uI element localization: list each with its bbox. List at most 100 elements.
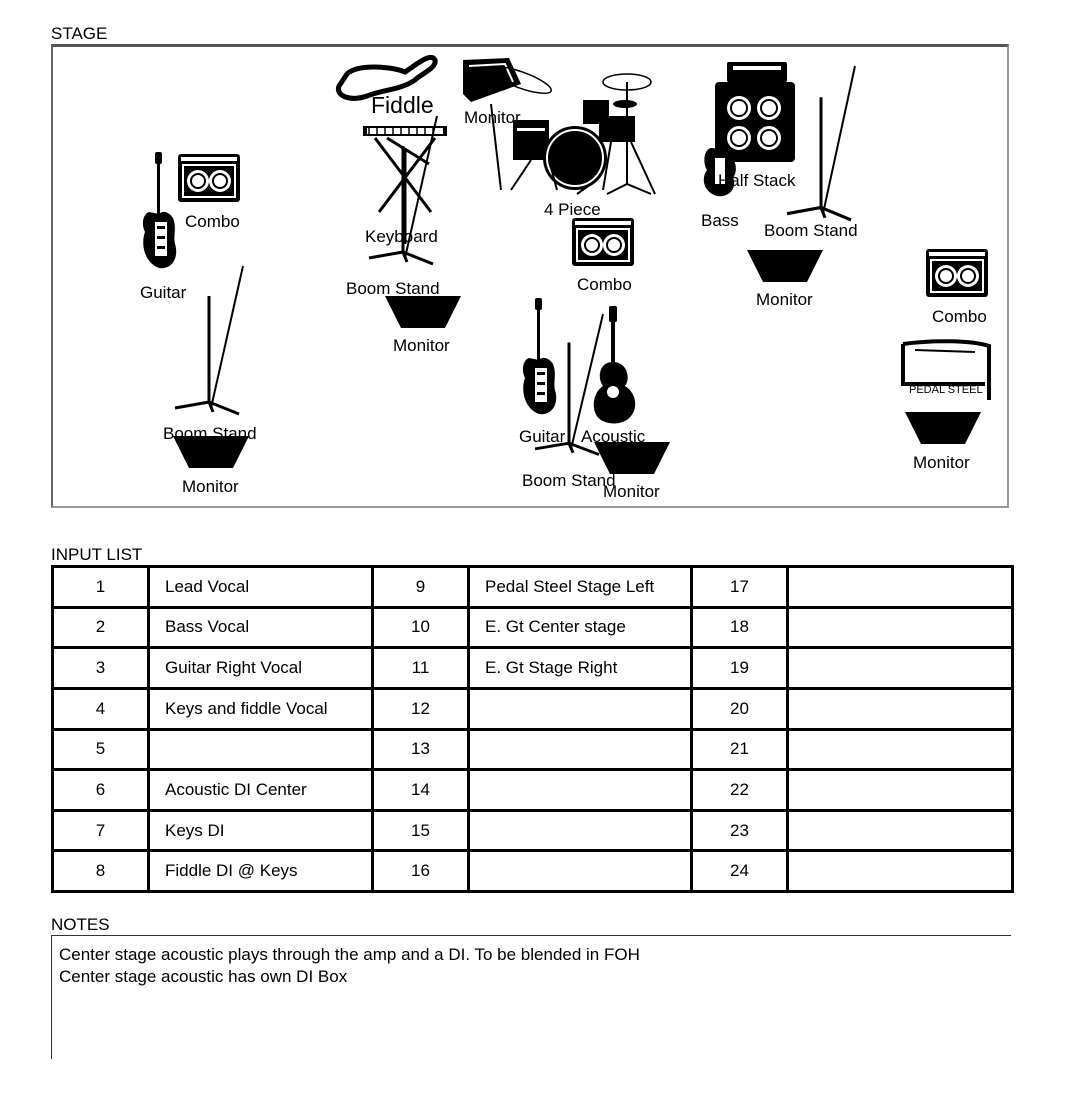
half-stack-icon — [715, 62, 795, 162]
monitor-keys-icon — [385, 296, 461, 328]
channel-name: Bass Vocal — [147, 605, 374, 650]
input-list-title: INPUT LIST — [51, 545, 143, 564]
monitor-bass-icon — [747, 250, 823, 282]
monitor-keys-label: Monitor — [393, 336, 450, 355]
channel-name — [786, 686, 1014, 731]
channel-name — [786, 605, 1014, 650]
fiddle-label: Fiddle — [371, 92, 434, 118]
channel-number: 15 — [371, 808, 470, 853]
guitar-left-icon — [142, 152, 177, 269]
acoustic-label: Acoustic — [581, 427, 646, 446]
bass-label: Bass — [701, 211, 739, 230]
channel-name: Guitar Right Vocal — [147, 646, 374, 690]
boom-stand-bass-icon — [785, 64, 857, 222]
channel-number: 10 — [371, 605, 470, 650]
channel-number: 2 — [51, 605, 150, 650]
channel-name — [467, 768, 693, 812]
guitar-center-label: Guitar — [519, 427, 566, 446]
boom-stand-keys-label: Boom Stand — [346, 279, 440, 298]
channel-number: 22 — [690, 768, 789, 812]
channel-number: 9 — [371, 565, 470, 609]
channel-name — [786, 849, 1014, 893]
channel-name: E. Gt Stage Right — [467, 646, 693, 690]
channel-number: 18 — [690, 605, 789, 650]
boom-stand-center-label: Boom Stand — [522, 471, 616, 490]
channel-name: E. Gt Center stage — [467, 605, 693, 650]
stage-drawing — [142, 54, 991, 474]
drum-kit-icon — [490, 65, 656, 195]
channel-name — [786, 808, 1014, 853]
channel-number: 21 — [690, 727, 789, 772]
channel-number: 5 — [51, 727, 150, 772]
channel-number: 20 — [690, 686, 789, 731]
fiddle-icon — [335, 54, 438, 101]
channel-number: 17 — [690, 565, 789, 609]
table-row: 5 13 21 — [51, 727, 1014, 772]
combo-left-icon — [178, 154, 240, 202]
bass-guitar-icon — [703, 148, 736, 197]
channel-number: 13 — [371, 727, 470, 772]
channel-number: 12 — [371, 686, 470, 731]
channel-name: Acoustic DI Center — [147, 768, 374, 812]
pedal-steel-icon — [901, 339, 991, 400]
channel-name: Lead Vocal — [147, 565, 374, 609]
monitor-center-icon — [594, 442, 670, 474]
boom-stand-bass-label: Boom Stand — [764, 221, 858, 240]
monitor-drum-icon — [463, 58, 521, 102]
monitor-bass-label: Monitor — [756, 290, 813, 309]
notes-box: Center stage acoustic plays through the … — [51, 935, 1011, 1059]
keyboard-label: Keyboard — [365, 227, 438, 246]
combo-right-label: Combo — [932, 307, 987, 326]
channel-number: 24 — [690, 849, 789, 893]
monitor-right-label: Monitor — [913, 453, 970, 472]
notes-line: Center stage acoustic plays through the … — [59, 945, 640, 964]
channel-number: 8 — [51, 849, 150, 893]
channel-name: Fiddle DI @ Keys — [147, 849, 374, 893]
channel-number: 7 — [51, 808, 150, 853]
four-piece-label: 4 Piece — [544, 200, 601, 219]
channel-name: Pedal Steel Stage Left — [467, 565, 693, 609]
monitor-left-label: Monitor — [182, 477, 239, 496]
channel-name — [786, 768, 1014, 812]
combo-center-label: Combo — [577, 275, 632, 294]
acoustic-guitar-icon — [593, 306, 636, 424]
channel-name — [467, 727, 693, 772]
channel-number: 19 — [690, 646, 789, 690]
channel-number: 23 — [690, 808, 789, 853]
channel-name — [467, 849, 693, 893]
guitar-left-label: Guitar — [140, 283, 187, 302]
half-stack-label: Half Stack — [718, 171, 796, 190]
channel-name: Keys and fiddle Vocal — [147, 686, 374, 731]
channel-number: 1 — [51, 565, 150, 609]
combo-center-icon — [572, 218, 634, 266]
monitor-center-label: Monitor — [603, 482, 660, 501]
channel-number: 11 — [371, 646, 470, 690]
combo-left-label: Combo — [185, 212, 240, 231]
channel-name — [467, 686, 693, 731]
monitor-right-icon — [905, 412, 981, 444]
channel-name — [786, 565, 1014, 609]
channel-name — [147, 727, 374, 772]
channel-number: 3 — [51, 646, 150, 690]
notes-title: NOTES — [51, 915, 110, 934]
notes-line: Center stage acoustic has own DI Box — [59, 967, 348, 986]
combo-right-icon — [926, 249, 988, 297]
boom-stand-left-label: Boom Stand — [163, 424, 257, 443]
channel-name — [786, 646, 1014, 690]
channel-name — [786, 727, 1014, 772]
channel-number: 6 — [51, 768, 150, 812]
monitor-drum-label: Monitor — [464, 108, 521, 127]
channel-name: Keys DI — [147, 808, 374, 853]
pedal-steel-label: PEDAL STEEL — [909, 384, 983, 396]
stage-title: STAGE — [51, 24, 108, 43]
channel-number: 14 — [371, 768, 470, 812]
channel-name — [467, 808, 693, 853]
channel-number: 16 — [371, 849, 470, 893]
guitar-center-icon — [522, 298, 557, 415]
